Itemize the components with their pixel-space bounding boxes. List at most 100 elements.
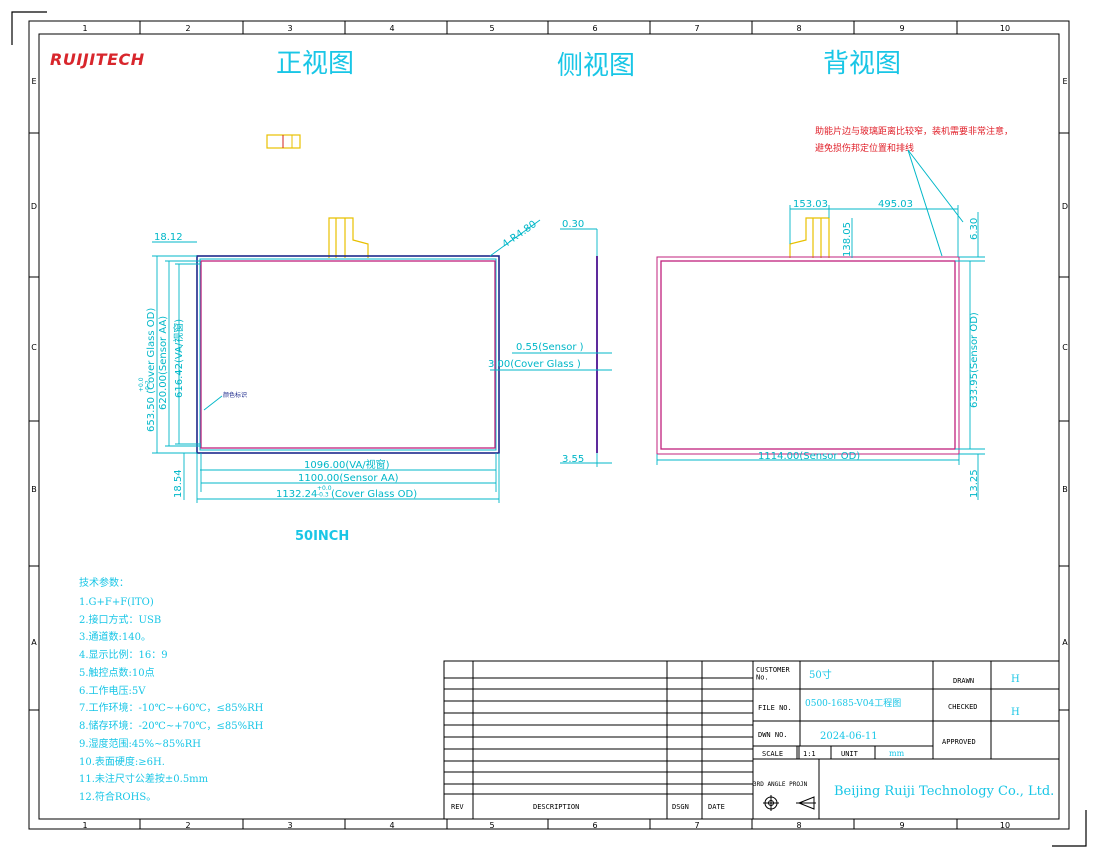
file-label: FILE NO. — [758, 704, 792, 712]
small-fpc-marker — [266, 134, 301, 149]
projection-symbol-icon — [763, 795, 816, 811]
zone-col-label: 8 — [796, 24, 801, 33]
spec-title: 技术参数： — [79, 576, 129, 589]
dwn-value: 2024-06-11 — [820, 731, 878, 742]
spec-item: 2.接口方式：USB — [79, 613, 161, 626]
zone-row-label: D — [1062, 202, 1068, 211]
zone-col-label: 10 — [1000, 821, 1010, 830]
zone-row-label: C — [31, 343, 37, 352]
zone-labels: 1 2 3 4 5 6 7 8 9 10 1 2 3 4 5 6 7 8 9 1… — [31, 24, 1068, 830]
front-dim-bottom-left: 18.54 — [173, 469, 184, 498]
scale-value: 1:1 — [803, 750, 816, 758]
spec-item: 4.显示比例：16：9 — [79, 648, 168, 661]
description-header: DESCRIPTION — [533, 803, 579, 811]
spec-item: 11.未注尺寸公差按±0.5mm — [79, 772, 209, 785]
zone-col-label: 6 — [592, 24, 597, 33]
outer-frame — [28, 20, 1070, 830]
back-dim-sensor-od-h: 633.95(Sensor OD) — [969, 312, 980, 408]
zone-row-label: E — [31, 77, 36, 86]
dwn-label: DWN NO. — [758, 731, 788, 739]
logo: RUIJITECH — [50, 50, 145, 69]
zone-ticks — [29, 21, 1069, 829]
back-dim-fpc: 138.05 — [842, 222, 853, 257]
zone-row-label: A — [1062, 638, 1068, 647]
back-dim-sensor-od-w: 1114.00(Sensor OD) — [758, 451, 860, 462]
view-title-side: 侧视图 — [557, 51, 635, 81]
zone-row-label: E — [1062, 77, 1067, 86]
zone-col-label: 8 — [796, 821, 801, 830]
spec-item: 10.表面硬度:≥6H. — [79, 755, 165, 768]
zone-col-label: 5 — [489, 821, 494, 830]
assembly-note-line2: 避免损伤邦定位置和排线 — [815, 142, 914, 154]
corner-marks — [11, 11, 1087, 847]
spec-item: 12.符合ROHS。 — [79, 790, 156, 803]
zone-row-label: D — [31, 202, 37, 211]
zone-col-label: 7 — [694, 821, 699, 830]
front-dim-cover-od-h: 653.50 (Cover Glass OD) — [146, 308, 157, 432]
spec-item: 7.工作环境：-10℃~+60℃，≤85%RH — [79, 701, 264, 714]
zone-col-label: 10 — [1000, 24, 1010, 33]
front-dim-cover-od-w-tol: +0.0-0.3 — [317, 485, 332, 499]
side-dim-bottom: 3.55 — [562, 454, 584, 465]
zone-col-label: 4 — [389, 24, 394, 33]
front-dim-sensor-aa-w: 1100.00(Sensor AA) — [298, 473, 399, 484]
zone-col-label: 6 — [592, 821, 597, 830]
spec-item: 5.触控点数:10点 — [79, 666, 155, 679]
zone-col-label: 3 — [287, 24, 292, 33]
zone-col-label: 3 — [287, 821, 292, 830]
front-dim-top-left: 18.12 — [154, 232, 183, 243]
unit-value: mm — [889, 749, 905, 758]
title-block — [752, 660, 1060, 820]
company-name: Beijing Ruiji Technology Co., Ltd. — [834, 784, 1054, 799]
dsgn-header: DSGN — [672, 803, 689, 811]
drawn-label: DRAWN — [953, 677, 974, 685]
view-title-front: 正视图 — [276, 49, 354, 79]
zone-col-label: 9 — [899, 24, 904, 33]
assembly-note-line1: 助能片边与玻璃距离比较窄，装机需要非常注意， — [815, 125, 1013, 137]
back-dim-right-top: 6.30 — [969, 218, 980, 240]
side-dim-sensor: 0.55(Sensor ) — [516, 342, 584, 353]
back-view: 153.03 495.03 138.05 6.30 633.95(Sensor … — [656, 199, 985, 500]
back-fpc — [789, 217, 830, 258]
side-view: 0.30 0.55(Sensor ) 3.00(Cover Glass ) 3.… — [488, 219, 612, 467]
spec-item: 3.通道数:140。 — [79, 630, 151, 643]
size-label: 50INCH — [295, 529, 349, 544]
zone-col-label: 4 — [389, 821, 394, 830]
back-dim-top-left: 153.03 — [793, 199, 828, 210]
spec-item: 6.工作电压:5V — [79, 684, 146, 697]
front-dim-radius: 4-R4.80 — [500, 219, 538, 250]
zone-col-label: 2 — [185, 821, 190, 830]
drawn-value: H — [1011, 674, 1020, 685]
zone-col-label: 7 — [694, 24, 699, 33]
side-dim-top: 0.30 — [562, 219, 584, 230]
view-title-back: 背视图 — [823, 49, 901, 79]
file-value: 0500-1685-V04工程图 — [805, 698, 901, 709]
front-dim-cover-od-w: 1132.24 — [276, 489, 317, 500]
revision-table — [443, 660, 754, 820]
back-dim-top-right: 495.03 — [878, 199, 913, 210]
projection-label: 3RD ANGLE PROJN — [753, 781, 808, 788]
rev-header: REV — [451, 803, 464, 811]
note-leaders — [907, 149, 964, 257]
zone-col-label: 1 — [82, 24, 87, 33]
date-header: DATE — [708, 803, 725, 811]
zone-row-label: A — [31, 638, 37, 647]
approved-label: APPROVED — [942, 738, 976, 746]
front-dim-sensor-aa-h: 620.00(Sensor AA) — [158, 316, 169, 410]
front-view: 18.12 4-R4.80 653.50 (Cover Glass OD) 62… — [138, 217, 541, 503]
zone-row-label: B — [31, 485, 37, 494]
zone-col-label: 2 — [185, 24, 190, 33]
back-dim-right-bottom: 13.25 — [969, 469, 980, 498]
front-dim-va-w: 1096.00(VA/视窗) — [304, 458, 390, 471]
spec-item: 1.G+F+F(ITO) — [79, 597, 154, 608]
zone-col-label: 1 — [82, 821, 87, 830]
spec-list: 技术参数： 1.G+F+F(ITO) 2.接口方式：USB 3.通道数:140。… — [79, 576, 264, 803]
spec-item: 8.储存环境：-20℃~+70℃，≤85%RH — [79, 719, 264, 732]
front-dim-cover-od-w-label: (Cover Glass OD) — [331, 489, 417, 500]
customer-value: 50寸 — [809, 668, 832, 681]
front-fpc — [328, 217, 369, 258]
front-dim-cover-od-tol: +0.0-0.2 — [138, 377, 152, 392]
checked-value: H — [1011, 707, 1020, 718]
